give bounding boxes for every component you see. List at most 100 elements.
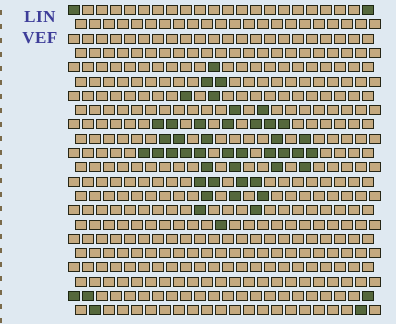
board-cell-r14-c15[interactable] [278, 205, 290, 215]
board-cell-r11-c17[interactable] [313, 162, 325, 172]
board-cell-r7-c11[interactable] [229, 105, 241, 115]
board-cell-r1-c8[interactable] [187, 19, 199, 29]
board-cell-r17-c2[interactable] [103, 248, 115, 258]
board-cell-r20-c0[interactable] [68, 291, 80, 301]
board-cell-r14-c8[interactable] [180, 205, 192, 215]
board-cell-r19-c16[interactable] [299, 277, 311, 287]
board-cell-r19-c3[interactable] [117, 277, 129, 287]
board-cell-r3-c15[interactable] [285, 48, 297, 58]
board-cell-r17-c19[interactable] [341, 248, 353, 258]
board-cell-r21-c19[interactable] [341, 305, 353, 315]
board-cell-r6-c20[interactable] [348, 91, 360, 101]
board-cell-r21-c7[interactable] [173, 305, 185, 315]
board-cell-r11-c0[interactable] [75, 162, 87, 172]
board-cell-r19-c9[interactable] [201, 277, 213, 287]
board-cell-r10-c2[interactable] [96, 148, 108, 158]
board-cell-r11-c4[interactable] [131, 162, 143, 172]
board-cell-r9-c0[interactable] [75, 134, 87, 144]
board-cell-r13-c7[interactable] [173, 191, 185, 201]
board-cell-r16-c3[interactable] [110, 234, 122, 244]
board-cell-r14-c5[interactable] [138, 205, 150, 215]
board-cell-r13-c16[interactable] [299, 191, 311, 201]
board-cell-r17-c10[interactable] [215, 248, 227, 258]
board-cell-r11-c1[interactable] [89, 162, 101, 172]
board-cell-r13-c13[interactable] [257, 191, 269, 201]
board-cell-r4-c12[interactable] [236, 62, 248, 72]
board-cell-r10-c15[interactable] [278, 148, 290, 158]
board-cell-r9-c19[interactable] [341, 134, 353, 144]
board-cell-r16-c10[interactable] [208, 234, 220, 244]
board-cell-r2-c13[interactable] [250, 34, 262, 44]
board-cell-r0-c0[interactable] [68, 5, 80, 15]
board-cell-r8-c15[interactable] [278, 119, 290, 129]
board-cell-r17-c1[interactable] [89, 248, 101, 258]
board-cell-r2-c0[interactable] [68, 34, 80, 44]
board-cell-r17-c7[interactable] [173, 248, 185, 258]
board-cell-r5-c10[interactable] [215, 77, 227, 87]
board-cell-r18-c17[interactable] [306, 262, 318, 272]
board-cell-r2-c18[interactable] [320, 34, 332, 44]
board-cell-r7-c7[interactable] [173, 105, 185, 115]
board-cell-r11-c11[interactable] [229, 162, 241, 172]
board-cell-r8-c17[interactable] [306, 119, 318, 129]
board-cell-r9-c6[interactable] [159, 134, 171, 144]
board-cell-r5-c9[interactable] [201, 77, 213, 87]
board-cell-r2-c21[interactable] [362, 34, 374, 44]
board-cell-r13-c0[interactable] [75, 191, 87, 201]
board-cell-r14-c21[interactable] [362, 205, 374, 215]
board-cell-r5-c2[interactable] [103, 77, 115, 87]
board-cell-r5-c13[interactable] [257, 77, 269, 87]
board-cell-r14-c0[interactable] [68, 205, 80, 215]
board-cell-r19-c5[interactable] [145, 277, 157, 287]
board-cell-r10-c6[interactable] [152, 148, 164, 158]
board-cell-r7-c10[interactable] [215, 105, 227, 115]
board-cell-r13-c18[interactable] [327, 191, 339, 201]
board-cell-r8-c21[interactable] [362, 119, 374, 129]
board-cell-r7-c6[interactable] [159, 105, 171, 115]
board-cell-r20-c4[interactable] [124, 291, 136, 301]
board-cell-r4-c11[interactable] [222, 62, 234, 72]
board-cell-r21-c21[interactable] [369, 305, 381, 315]
board-cell-r16-c0[interactable] [68, 234, 80, 244]
board-cell-r4-c20[interactable] [348, 62, 360, 72]
board-cell-r11-c3[interactable] [117, 162, 129, 172]
board-cell-r13-c10[interactable] [215, 191, 227, 201]
board-cell-r10-c10[interactable] [208, 148, 220, 158]
board-cell-r1-c14[interactable] [271, 19, 283, 29]
board-cell-r18-c12[interactable] [236, 262, 248, 272]
board-cell-r12-c5[interactable] [138, 177, 150, 187]
board-cell-r3-c5[interactable] [145, 48, 157, 58]
board-cell-r3-c18[interactable] [327, 48, 339, 58]
board-cell-r20-c8[interactable] [180, 291, 192, 301]
board-cell-r3-c3[interactable] [117, 48, 129, 58]
board-cell-r19-c8[interactable] [187, 277, 199, 287]
board-cell-r16-c1[interactable] [82, 234, 94, 244]
board-cell-r15-c9[interactable] [201, 220, 213, 230]
board-cell-r16-c8[interactable] [180, 234, 192, 244]
board-cell-r6-c14[interactable] [264, 91, 276, 101]
board-cell-r21-c13[interactable] [257, 305, 269, 315]
board-cell-r0-c7[interactable] [166, 5, 178, 15]
board-cell-r3-c8[interactable] [187, 48, 199, 58]
board-cell-r12-c13[interactable] [250, 177, 262, 187]
board-cell-r12-c2[interactable] [96, 177, 108, 187]
board-cell-r9-c11[interactable] [229, 134, 241, 144]
board-cell-r17-c15[interactable] [285, 248, 297, 258]
board-cell-r8-c0[interactable] [68, 119, 80, 129]
board-cell-r18-c19[interactable] [334, 262, 346, 272]
board-cell-r14-c19[interactable] [334, 205, 346, 215]
board-cell-r17-c3[interactable] [117, 248, 129, 258]
board-cell-r9-c9[interactable] [201, 134, 213, 144]
board-cell-r21-c10[interactable] [215, 305, 227, 315]
board-cell-r16-c15[interactable] [278, 234, 290, 244]
board-cell-r16-c5[interactable] [138, 234, 150, 244]
board-cell-r9-c13[interactable] [257, 134, 269, 144]
board-cell-r15-c16[interactable] [299, 220, 311, 230]
board-cell-r1-c16[interactable] [299, 19, 311, 29]
board-cell-r11-c9[interactable] [201, 162, 213, 172]
board-cell-r20-c14[interactable] [264, 291, 276, 301]
board-cell-r19-c14[interactable] [271, 277, 283, 287]
board-cell-r12-c4[interactable] [124, 177, 136, 187]
board-cell-r3-c1[interactable] [89, 48, 101, 58]
board-cell-r3-c10[interactable] [215, 48, 227, 58]
